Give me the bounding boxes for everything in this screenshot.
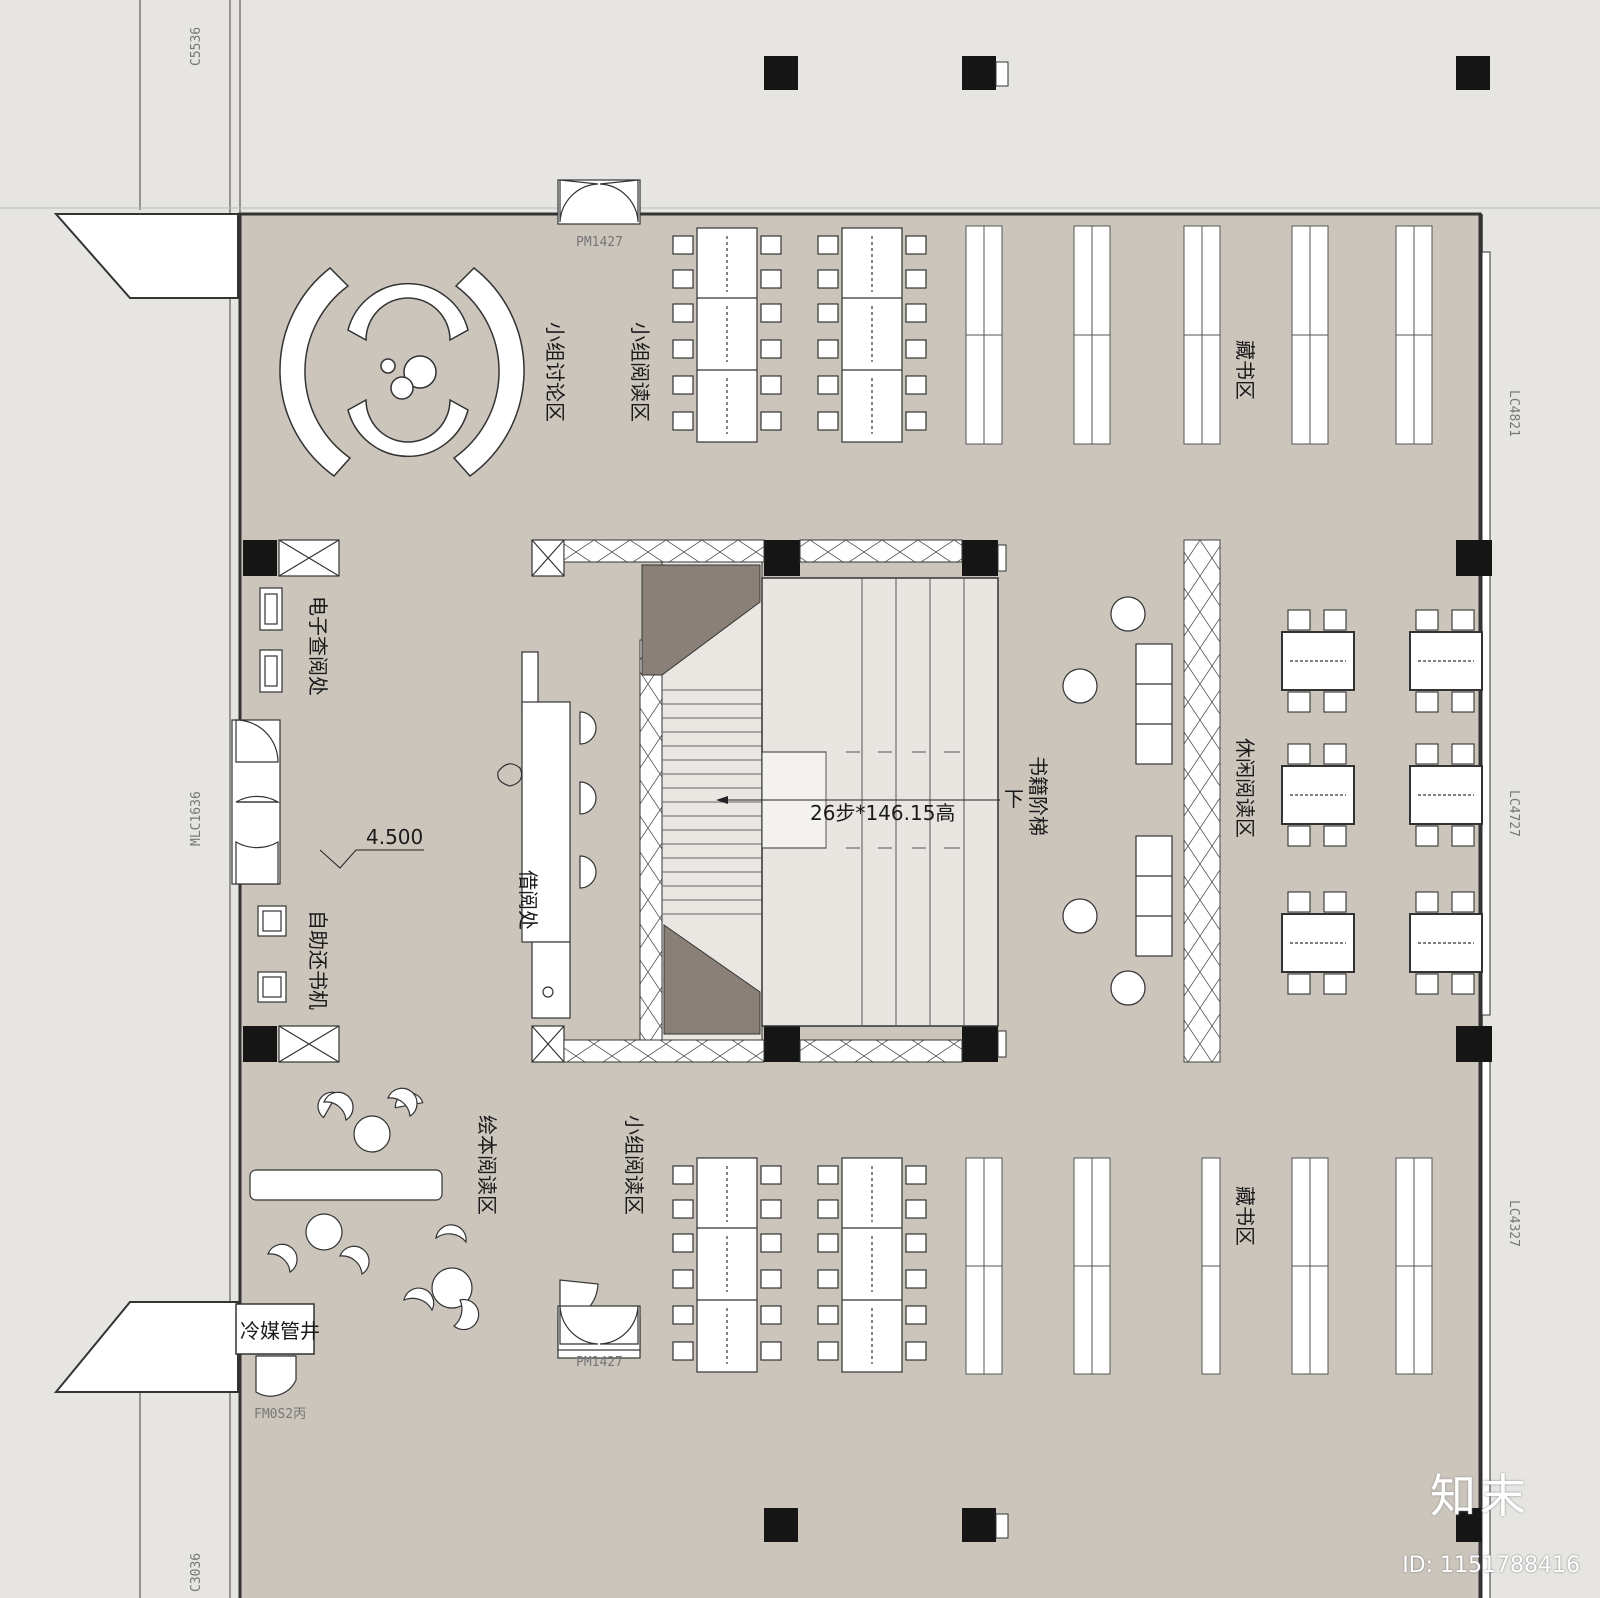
right-window-strip [1481,251,1491,1598]
zone-label-group-reading-bottom: 小组阅读区 [622,1115,646,1215]
book-stair-lines [718,578,1000,1026]
shaft-boxes [278,539,565,1063]
leisure-sofas [1062,596,1173,1006]
zone-label-self-return: 自助还书机 [306,910,330,1010]
zone-label-e-reading: 电子查阅处 [306,596,330,696]
elevation-marker [319,849,424,869]
column-caps [997,544,1007,1058]
stair-landing-top [641,564,761,676]
tag-win-right-2: LC4727 [1506,790,1521,837]
top-left-ledge [53,213,239,299]
bottom-left-ledge [53,1301,239,1393]
picture-book-furniture [249,1087,480,1331]
stair-core-frame [563,539,963,1063]
elevation-label: 4.500 [366,825,423,849]
reading-chairs-top [672,235,927,431]
kiosks [257,587,287,1003]
watermark-brand: 知末 [1430,1469,1530,1523]
zone-label-picture-book: 绘本阅读区 [475,1115,499,1215]
left-entry-door [231,719,281,885]
down-mark-label: 下 [1004,787,1024,811]
reading-chairs-bottom [672,1165,927,1361]
zone-label-group-reading-top: 小组阅读区 [628,322,652,422]
tall-bookshelf [1183,539,1221,1063]
reading-tables-bottom [696,1157,903,1373]
zone-label-circulation: 借阅处 [516,870,540,930]
zone-label-leisure-reading: 休闲阅读区 [1233,738,1257,838]
bottom-door [557,1279,641,1359]
tag-bottom-door: PM1427 [576,1355,623,1370]
tag-win-top-left: C5536 [189,27,204,66]
reading-tables-top [696,227,903,443]
circulation-stools [579,711,597,889]
leisure-chairs [1287,609,1475,995]
tag-top-door: PM1427 [576,235,623,250]
stair-treads [662,689,762,915]
refrigerant-shaft [235,1303,315,1355]
discussion-furniture [279,267,525,478]
fire-door [255,1355,297,1397]
tag-win-right-3: LC4327 [1506,1200,1521,1247]
top-door [557,179,641,225]
tag-fire-door: FM0S2丙 [254,1407,306,1422]
stair-landing-bottom [663,924,761,1035]
tag-win-right-1: LC4821 [1506,390,1521,437]
refrigerant-shaft-label: 冷媒管井 [240,1319,320,1343]
zone-label-book-stairs: 书籍阶梯 [1026,756,1050,836]
stair-arrow-icon [716,796,728,804]
bookshelves-top [965,225,1433,445]
watermark-id: ID: 1151788416 [1402,1553,1580,1578]
zone-label-group-discussion: 小组讨论区 [543,322,567,422]
interior-columns [243,540,1492,1062]
zone-label-stacks-top: 藏书区 [1233,340,1257,400]
tag-win-bottom-left: C3036 [189,1553,204,1592]
leisure-tables [1281,631,1483,973]
tag-left-door: MLC1636 [189,791,204,846]
circulation-desk [497,651,571,1019]
stair-spec-label: 26步*146.15高 [810,801,955,825]
zone-label-stacks-bottom: 藏书区 [1233,1186,1257,1246]
bookshelves-bottom [965,1157,1433,1375]
